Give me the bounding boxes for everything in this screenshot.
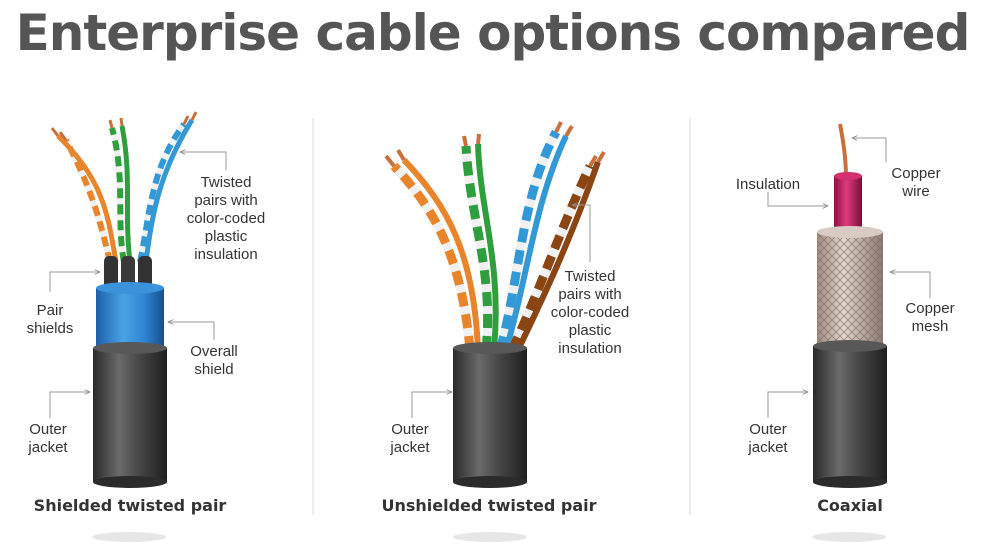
label-twisted-pairs: Twisted pairs with color-coded plastic i… — [186, 174, 266, 263]
cable-shadow — [812, 532, 886, 542]
label-outer-jacket: Outer jacket — [748, 421, 788, 456]
leader-line — [180, 152, 227, 170]
cable-shadow — [453, 532, 527, 542]
label-outer-jacket: Outer jacket — [28, 421, 68, 456]
orange-pair — [390, 162, 475, 351]
caption-shielded-twisted-pair: Shielded twisted pair — [33, 496, 227, 515]
stp-cable — [50, 111, 198, 542]
caption-unshielded-twisted-pair: Unshielded twisted pair — [381, 496, 597, 515]
label-overall-shield: Overall shield — [190, 343, 238, 378]
coaxial-cable — [812, 123, 887, 542]
outer-jacket — [93, 348, 167, 482]
page-title: Enterprise cable options compared — [15, 4, 971, 62]
copper-wire — [838, 123, 848, 181]
leader-line — [168, 322, 215, 340]
leader-line — [572, 205, 591, 262]
label-twisted-pairs: Twisted pairs with color-coded plastic i… — [550, 268, 630, 357]
utp-cable — [384, 121, 606, 542]
insulation — [834, 176, 862, 236]
label-insulation: Insulation — [735, 176, 801, 193]
leader-line — [411, 392, 452, 418]
blue-pair — [495, 129, 560, 352]
leader-line — [890, 272, 931, 298]
green-pair — [461, 145, 493, 351]
cable-shadow — [92, 532, 166, 542]
outer-jacket — [453, 348, 527, 482]
leader-line — [49, 392, 90, 418]
label-copper-mesh: Copper mesh — [905, 300, 955, 335]
brown-pair — [507, 164, 595, 352]
caption-coaxial: Coaxial — [817, 496, 883, 515]
leader-line — [767, 192, 828, 206]
leader-line — [49, 272, 100, 292]
label-outer-jacket: Outer jacket — [390, 421, 430, 456]
leader-line — [767, 392, 808, 418]
blue-pair — [137, 122, 187, 263]
label-pair-shields: Pair shields — [26, 302, 74, 337]
green-pair — [109, 127, 127, 263]
leader-line — [852, 138, 887, 162]
overall-shield — [96, 288, 164, 352]
label-copper-wire: Copper wire — [891, 165, 941, 200]
outer-jacket — [813, 346, 887, 482]
